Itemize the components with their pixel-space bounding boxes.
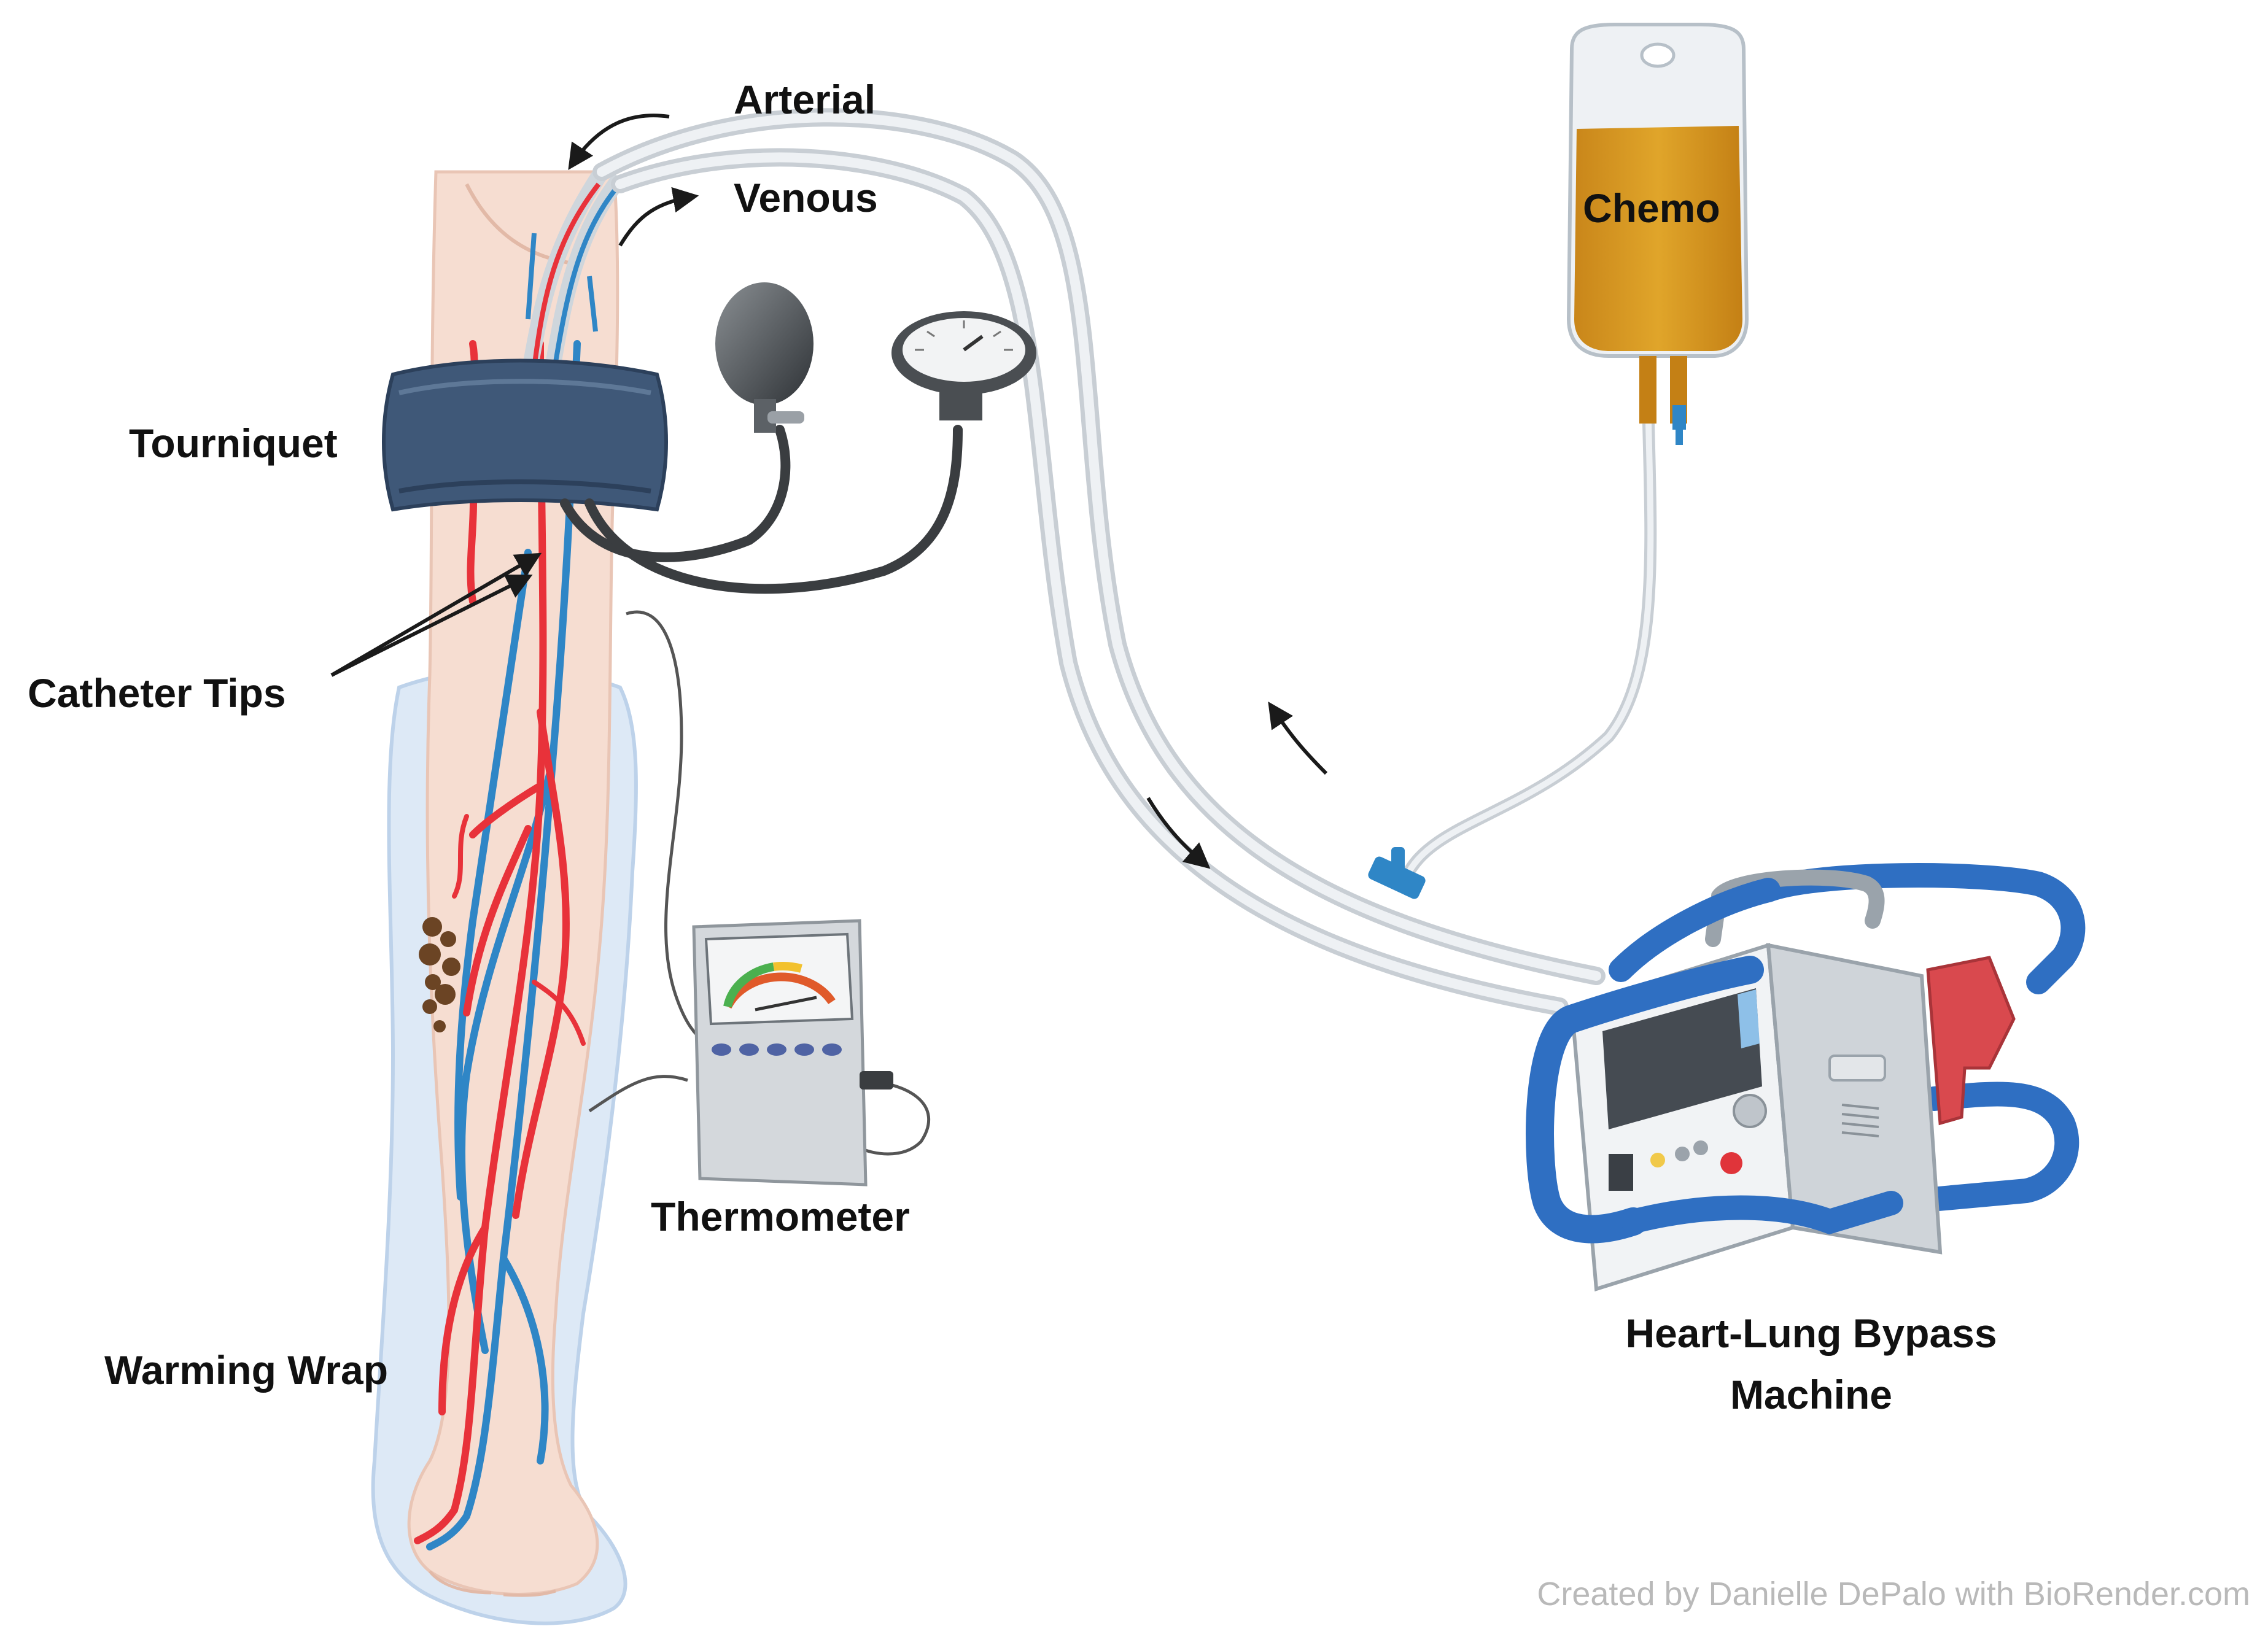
label-bypass-line2: Machine: [1730, 1372, 1892, 1417]
label-venous: Venous: [734, 175, 878, 220]
label-warming-wrap: Warming Wrap: [104, 1347, 388, 1393]
skin-lesions: [419, 917, 460, 1032]
cuff-hoses: [560, 425, 963, 594]
venous-flow-arrow: [618, 187, 699, 247]
label-arterial: Arterial: [734, 77, 876, 122]
label-chemo: Chemo: [1583, 185, 1720, 231]
groin-catheters: [520, 167, 627, 382]
credit-text: Created by Danielle DePalo with BioRende…: [1537, 1576, 2250, 1612]
pressure-gauge: [891, 311, 1036, 420]
chemo-line: [1400, 423, 1657, 881]
thermometer-device: [692, 919, 893, 1186]
label-thermometer: Thermometer: [651, 1194, 910, 1239]
arterial-flow-arrow: [568, 114, 670, 170]
catheter-pointer-1: [330, 552, 542, 677]
leg-illustration: [371, 167, 638, 1625]
t-connector: [1368, 847, 1426, 899]
perfusion-tubing: [592, 108, 1606, 1016]
label-bypass-line1: Heart-Lung Bypass: [1625, 1310, 1997, 1356]
supply-flow-arrow: [1146, 797, 1211, 869]
flow-arrows: [330, 114, 1328, 869]
catheter-pointer-2: [330, 575, 533, 677]
tourniquet-cuff: [382, 358, 668, 512]
label-tourniquet: Tourniquet: [129, 420, 338, 466]
chemo-iv-bag: [1566, 23, 1749, 445]
heart-lung-bypass-machine: [1526, 863, 2086, 1291]
return-flow-arrow: [1268, 702, 1328, 775]
squeeze-bulb: [715, 282, 814, 433]
label-catheter-tips: Catheter Tips: [28, 670, 286, 716]
